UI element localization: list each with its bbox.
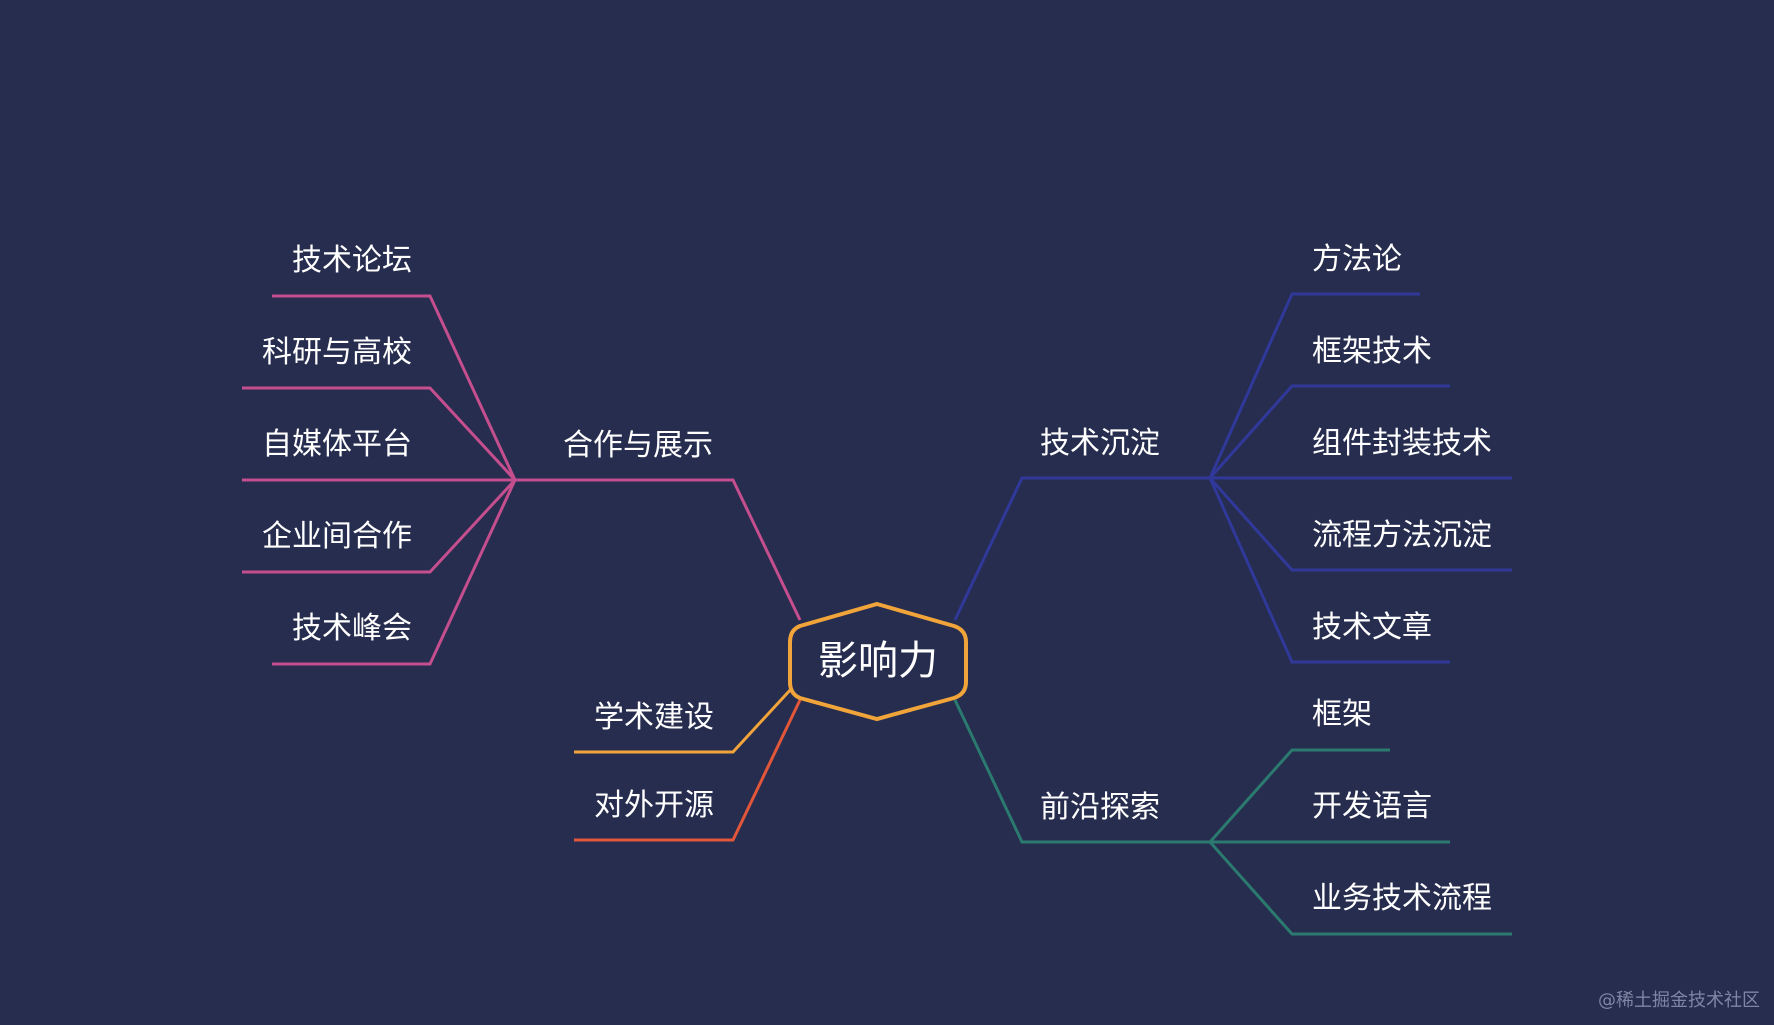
connector-cooperation-child-5 [272,479,517,666]
connector-tech-child-1 [1208,292,1420,479]
branch-opensource: 对外开源 [574,699,802,842]
watermark: @稀土掘金技术社区 [1598,990,1760,1011]
branch-tech-accumulation: 技术沉淀 方法论 框架技术 组件封装技术 流程方法沉淀 技术文章 [953,242,1512,664]
branch-label-opensource[interactable]: 对外开源 [594,788,714,823]
center-label: 影响力 [818,638,938,684]
leaf-label[interactable]: 自媒体平台 [262,427,412,462]
leaf-label[interactable]: 技术峰会 [292,611,412,646]
connector-cooperation-child-1 [272,294,517,481]
leaf-label[interactable]: 企业间合作 [262,519,412,554]
connector-center-to-cooperation [515,478,802,621]
branch-label-tech-accumulation[interactable]: 技术沉淀 [1040,426,1160,461]
connector-frontier-child-3 [1208,841,1512,936]
connector-tech-child-4 [1208,477,1512,572]
leaf-label[interactable]: 科研与高校 [262,335,412,370]
center-node[interactable]: 影响力 [788,601,968,722]
leaf-label[interactable]: 流程方法沉淀 [1312,518,1492,553]
connector-tech-child-2 [1208,384,1450,479]
branch-label-cooperation[interactable]: 合作与展示 [563,428,713,463]
leaf-label[interactable]: 技术论坛 [292,243,412,278]
leaf-label[interactable]: 框架 [1312,697,1372,732]
connector-frontier-child-1 [1208,748,1390,843]
connector-center-to-academic [574,686,794,754]
leaf-label[interactable]: 框架技术 [1312,334,1432,369]
connector-center-to-opensource [574,699,802,842]
leaf-label[interactable]: 方法论 [1312,242,1402,277]
connector-cooperation-child-4 [242,478,517,574]
branch-frontier: 前沿探索 框架 开发语言 业务技术流程 [953,697,1512,936]
branch-academic: 学术建设 [574,686,794,754]
center-node-shape [788,601,968,722]
leaf-label[interactable]: 技术文章 [1312,610,1432,645]
leaf-label[interactable]: 组件封装技术 [1312,426,1492,461]
leaf-label[interactable]: 开发语言 [1312,789,1432,824]
branch-label-academic[interactable]: 学术建设 [594,700,714,735]
branch-cooperation: 合作与展示 技术论坛 科研与高校 自媒体平台 企业间合作 技术峰会 [242,243,802,666]
leaf-label[interactable]: 业务技术流程 [1312,881,1492,916]
connector-cooperation-child-2 [242,386,517,482]
connector-center-to-frontier [953,699,1210,844]
branch-label-frontier[interactable]: 前沿探索 [1040,790,1160,825]
connector-tech-child-5 [1208,477,1450,664]
connector-center-to-tech-accumulation [953,476,1210,621]
